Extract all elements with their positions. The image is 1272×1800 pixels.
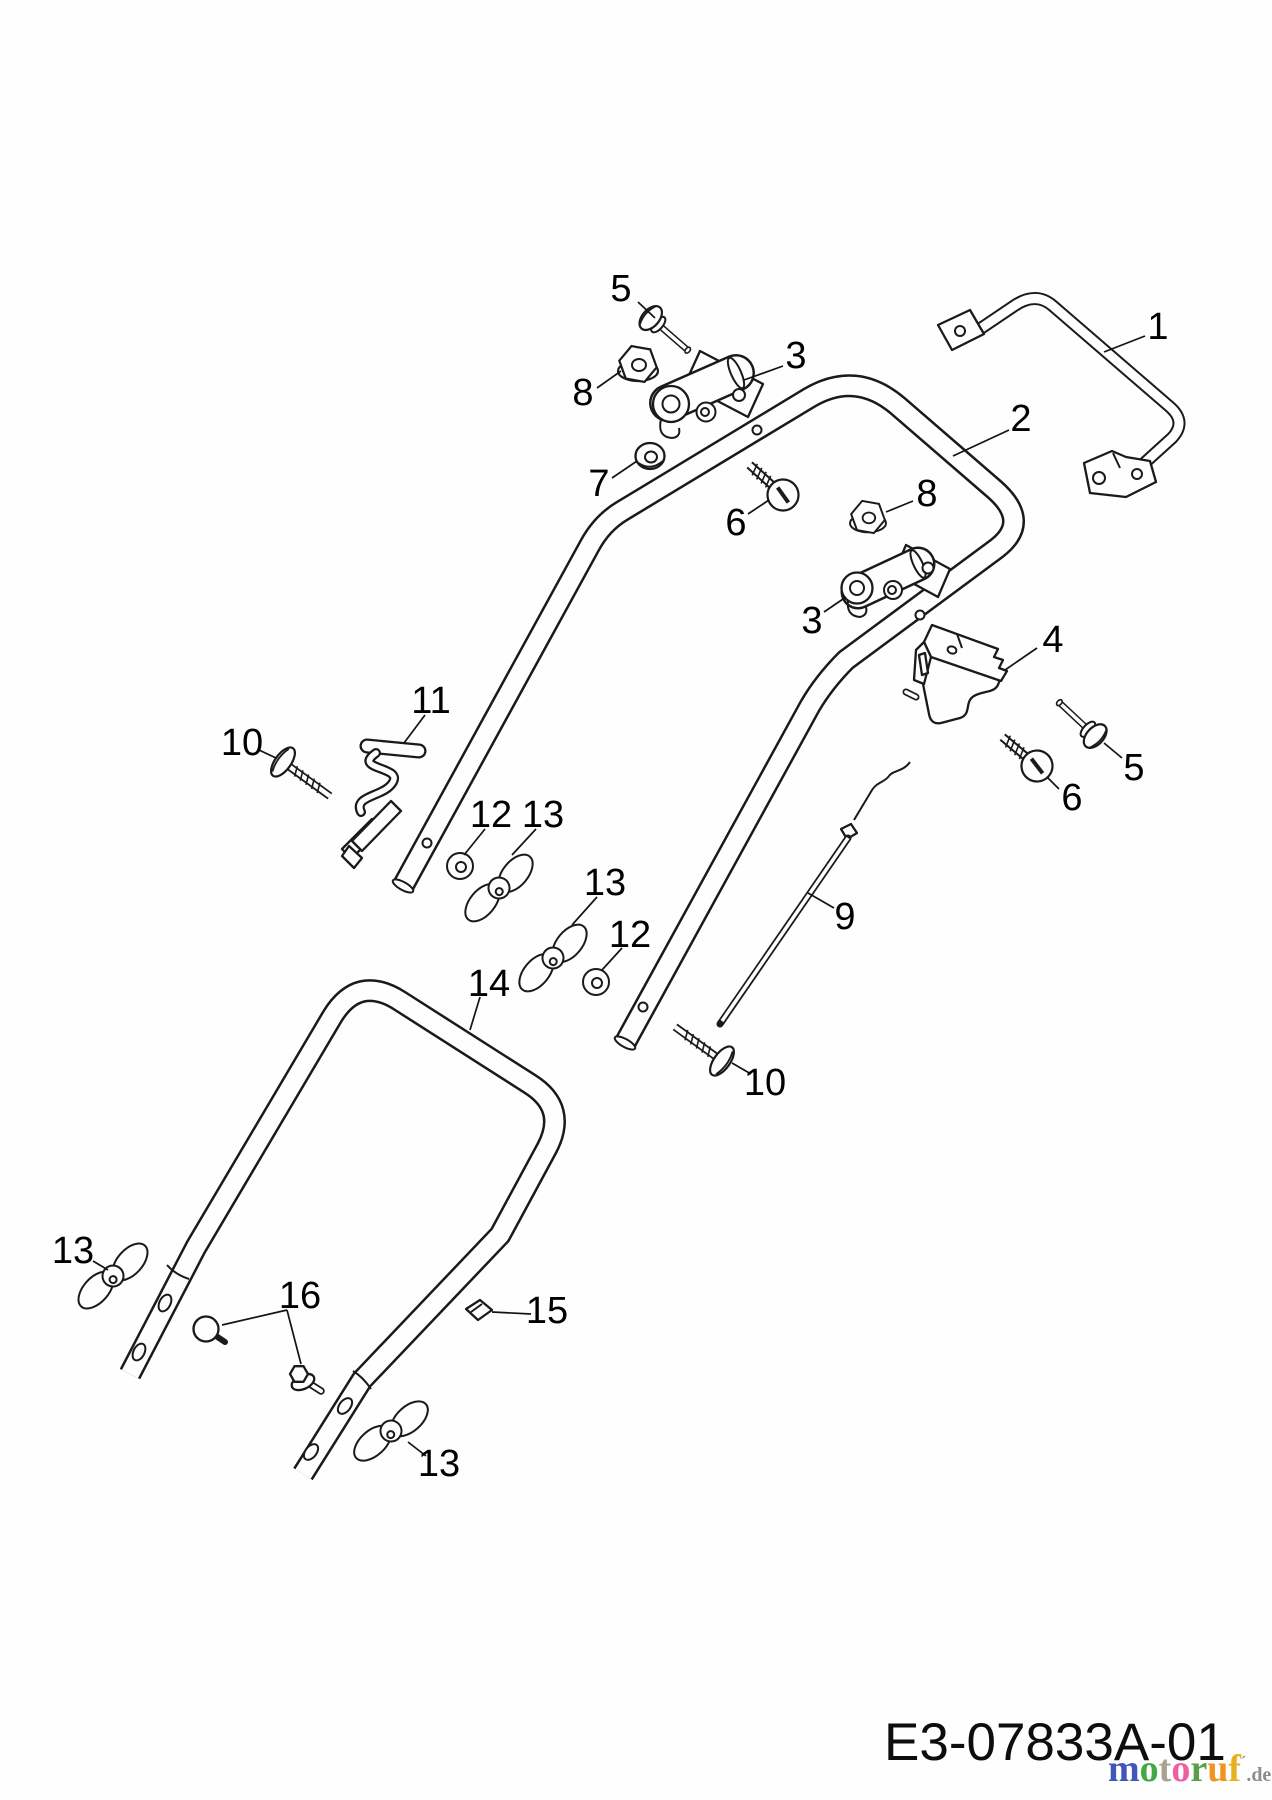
callout-leader-line [469, 996, 481, 1031]
part-number-label: 12 [470, 794, 512, 836]
callout-leader-line [221, 1309, 288, 1326]
part-number-label: 7 [588, 463, 609, 505]
callout-leader-line [952, 429, 1010, 457]
callout-leader-line [463, 828, 486, 856]
callout-leader-line [807, 892, 835, 909]
part-number-label: 13 [418, 1443, 460, 1485]
watermark-domain-suffix: .de [1246, 1764, 1272, 1786]
part-number-label: 13 [522, 794, 564, 836]
washer-lower [582, 968, 610, 996]
carriage-bolt-right [1048, 691, 1111, 752]
part-number-label: 10 [221, 722, 263, 764]
cable-guide-bracket [902, 623, 1009, 725]
part-number-label: 12 [609, 914, 651, 956]
bail-end-plate-bottom [1082, 449, 1158, 499]
diagram-code: E3-07833A-01 [884, 1713, 1226, 1772]
callout-leader-line [511, 828, 537, 856]
part-number-label: 3 [801, 600, 822, 642]
callout-leader-line [731, 1062, 752, 1075]
callout-leader-line [258, 749, 277, 759]
adjust-lever [340, 738, 427, 870]
callout-leader-line [601, 947, 623, 971]
callout-leader-line [1103, 335, 1146, 353]
callout-leader-line [885, 500, 914, 513]
flange-nut-lower [849, 499, 887, 535]
callout-leader-line [747, 499, 770, 515]
flat-head-screw-right [665, 1013, 738, 1079]
tube-end-right [613, 1035, 637, 1051]
watermark-wordmark: motoruf [1108, 1748, 1241, 1790]
callout-leader-line [92, 1260, 109, 1271]
watermark-tick: ´ [1240, 1754, 1247, 1771]
square-clip [464, 1298, 494, 1322]
tube-end-left [391, 878, 415, 894]
flange-nut-upper [616, 345, 660, 383]
callout-leader-line [596, 370, 622, 389]
handle-clamp-lower [840, 543, 952, 619]
watermark-letter: r [1190, 1748, 1208, 1790]
push-cap [192, 1315, 228, 1345]
callout-leader-line [286, 1309, 302, 1365]
part-number-label: 11 [411, 680, 450, 722]
part-number-label: 5 [610, 268, 631, 310]
control-rod [716, 761, 911, 1028]
part-number-label: 8 [916, 473, 937, 515]
part-number-label: 6 [1061, 777, 1082, 819]
watermark-letter: u [1207, 1748, 1229, 1790]
callout-leader-line [1103, 742, 1123, 759]
part-number-label: 13 [584, 862, 626, 904]
part-number-label: 16 [279, 1275, 321, 1317]
watermark-letter: o [1139, 1748, 1159, 1790]
flat-head-screw-left [267, 744, 340, 810]
part-number-label: 15 [526, 1290, 568, 1332]
part-number-label: 4 [1042, 619, 1063, 661]
part-number-label: 5 [1123, 747, 1144, 789]
watermark-letter: f [1228, 1748, 1241, 1790]
pan-screw-upper [739, 453, 805, 517]
wing-knob-2 [509, 906, 597, 1010]
lower-handle-tube [119, 979, 566, 1481]
grommet-washer-7 [634, 441, 666, 471]
part-number-label: 9 [834, 896, 855, 938]
callout-leader-line [403, 714, 426, 744]
hex-flange-bolt [288, 1365, 325, 1395]
callout-leader-line [1046, 776, 1060, 790]
wing-knob-1 [455, 836, 543, 940]
watermark-letter: t [1158, 1748, 1172, 1790]
watermark-letter: o [1171, 1748, 1191, 1790]
callout-leader-line [407, 1441, 427, 1457]
part-number-label: 14 [468, 963, 510, 1005]
part-number-label: 2 [1010, 398, 1031, 440]
callout-leader-line [637, 301, 656, 319]
callout-leader-line [571, 896, 598, 926]
bail-bar [936, 292, 1186, 499]
watermark-letter: m [1108, 1748, 1140, 1790]
callout-leader-line [491, 1311, 532, 1315]
washer-upper [446, 852, 474, 880]
watermark-logo: motoruf´.de [1108, 1750, 1271, 1788]
part-number-label: 3 [785, 335, 806, 377]
callout-leader-line [611, 460, 638, 479]
part-number-label: 1 [1147, 306, 1168, 348]
part-number-label: 6 [725, 502, 746, 544]
callout-leader-line [1004, 647, 1038, 671]
callout-leader-line [823, 596, 847, 613]
part-number-label: 8 [572, 372, 593, 414]
part-number-label: 10 [744, 1062, 786, 1104]
part-number-label: 13 [52, 1230, 94, 1272]
callout-leader-line [743, 365, 784, 381]
upper-handle-tube [391, 374, 1025, 1051]
handle-clamp-upper [649, 349, 765, 440]
